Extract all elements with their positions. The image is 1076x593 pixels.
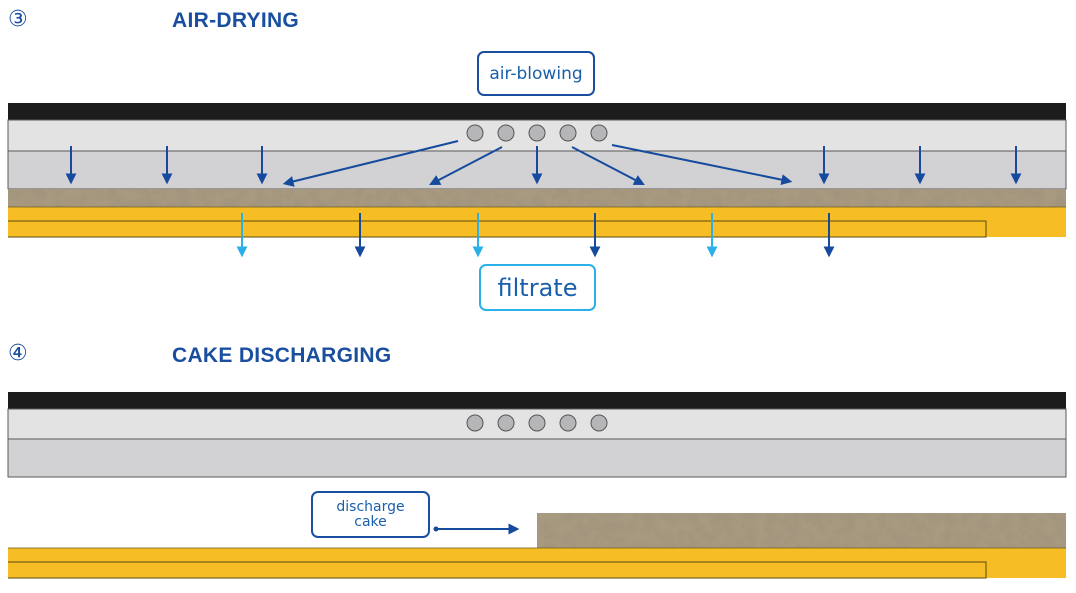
air-nozzle-open-3 (528, 414, 546, 432)
filter-cloth-outline (8, 220, 987, 238)
air-nozzle-3 (528, 124, 546, 142)
filtrate-label: filtrate (479, 264, 596, 311)
filter-cloth (8, 207, 1066, 237)
air-nozzle-open-4 (559, 414, 577, 432)
air-nozzle-open-2 (497, 414, 515, 432)
discharged-cake (537, 513, 1066, 548)
air-nozzle-2 (497, 124, 515, 142)
top-plate (8, 103, 1066, 120)
air-arrow-diag-3 (571, 146, 645, 186)
discharge-text-line1: discharge (336, 498, 405, 515)
air-nozzle-open-5 (590, 414, 608, 432)
air-nozzle-open-1 (466, 414, 484, 432)
discharge-text-line2: cake (354, 513, 387, 530)
step-4-number: ④ (8, 341, 28, 366)
chamber-lower-open (7, 438, 1067, 478)
air-blowing-text: air-blowing (489, 63, 583, 84)
filter-cloth-open (8, 548, 1066, 578)
cake-discharging-assembly (7, 392, 1067, 579)
air-drying-assembly (7, 103, 1067, 258)
step-3-title: AIR-DRYING (172, 9, 300, 32)
air-arrow-diag-1 (282, 140, 459, 187)
filter-cake-layer (8, 189, 1066, 207)
filtrate-text: filtrate (497, 273, 578, 302)
air-nozzle-4 (559, 124, 577, 142)
air-nozzle-5 (590, 124, 608, 142)
filter-cloth-open-outline (8, 561, 987, 579)
air-arrow-diag-2 (429, 146, 503, 186)
air-arrow-diag-4 (611, 144, 793, 186)
step-3-number: ③ (8, 7, 28, 32)
top-plate-open (8, 392, 1066, 409)
discharge-cake-label: discharge cake (311, 491, 430, 538)
air-blowing-label: air-blowing (477, 51, 595, 96)
step-4-title: CAKE DISCHARGING (172, 344, 392, 367)
air-nozzle-1 (466, 124, 484, 142)
